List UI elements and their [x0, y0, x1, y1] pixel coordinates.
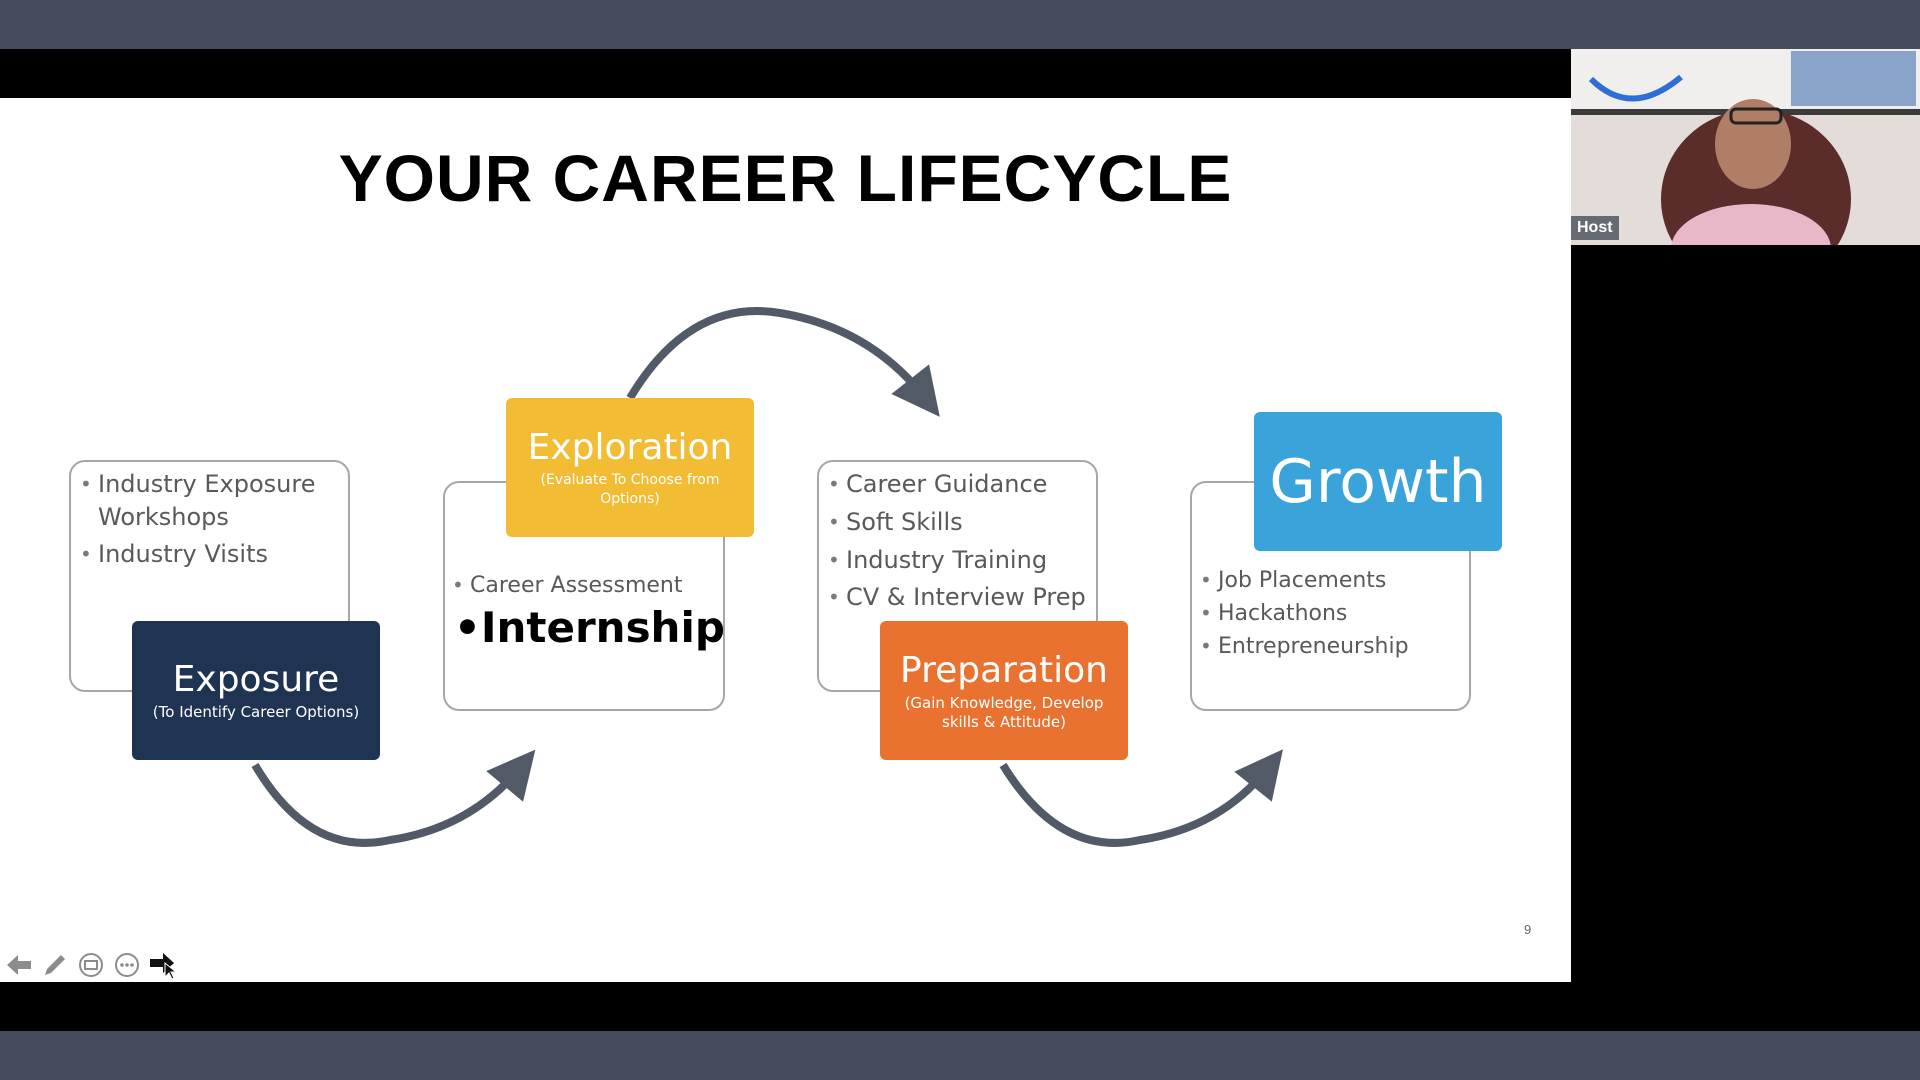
list-item: Entrepreneurship: [1200, 630, 1460, 663]
slides-grid-icon[interactable]: [76, 950, 106, 980]
cycle-arrows: [251, 307, 1283, 847]
preparation-subtitle: (Gain Knowledge, Develop skills & Attitu…: [904, 693, 1104, 731]
internship-bullet: •: [454, 603, 481, 652]
exposure-title: Exposure: [172, 659, 340, 700]
arrow-exposure-to-exploration: [251, 749, 536, 847]
presentation-slide: YOUR CAREER LIFECYCLE Industry Exposure …: [0, 98, 1571, 982]
preparation-bullet-list: Career Guidance Soft Skills Industry Tra…: [828, 468, 1098, 614]
list-item: Hackathons: [1200, 597, 1460, 630]
growth-stage-box: Growth: [1254, 412, 1502, 551]
host-video-feed: [1571, 49, 1920, 245]
slide-title: YOUR CAREER LIFECYCLE: [338, 141, 1233, 215]
slideshow-toolbar: [4, 948, 178, 982]
slide-page-number: 9: [1524, 922, 1532, 937]
host-video-tile[interactable]: Host: [1571, 49, 1920, 245]
forward-arrow-icon[interactable]: [148, 950, 178, 980]
list-item: Industry Exposure Workshops: [80, 468, 330, 534]
host-label: Host: [1571, 216, 1619, 240]
exploration-title: Exploration: [527, 426, 733, 468]
list-item: CV & Interview Prep: [828, 581, 1098, 614]
list-item: Career Guidance: [828, 468, 1098, 501]
internship-highlight: •Internship: [454, 603, 725, 652]
preparation-stage-box: Preparation (Gain Knowledge, Develop ski…: [880, 621, 1128, 760]
exploration-stage-box: Exploration (Evaluate To Choose from Opt…: [506, 398, 754, 537]
arrow-preparation-to-growth: [999, 749, 1283, 847]
growth-bullet-list: Job Placements Hackathons Entrepreneursh…: [1200, 564, 1460, 663]
exposure-subtitle: (To Identify Career Options): [152, 703, 360, 721]
pen-icon[interactable]: [40, 950, 70, 980]
exposure-stage-box: Exposure (To Identify Career Options): [132, 621, 380, 760]
list-item: Soft Skills: [828, 506, 1098, 539]
growth-title: Growth: [1269, 446, 1487, 517]
back-arrow-icon[interactable]: [4, 950, 34, 980]
more-options-icon[interactable]: [112, 950, 142, 980]
exploration-subtitle: (Evaluate To Choose from Options): [540, 471, 720, 507]
internship-label: Internship: [480, 603, 725, 652]
list-item: Industry Training: [828, 544, 1098, 577]
exploration-bullet-list: Career Assessment: [452, 569, 712, 602]
arrow-exploration-to-preparation: [626, 307, 940, 417]
list-item: Career Assessment: [452, 569, 712, 602]
list-item: Industry Visits: [80, 538, 330, 571]
exposure-bullet-list: Industry Exposure Workshops Industry Vis…: [80, 468, 330, 571]
preparation-title: Preparation: [900, 649, 1108, 691]
list-item: Job Placements: [1200, 564, 1460, 597]
